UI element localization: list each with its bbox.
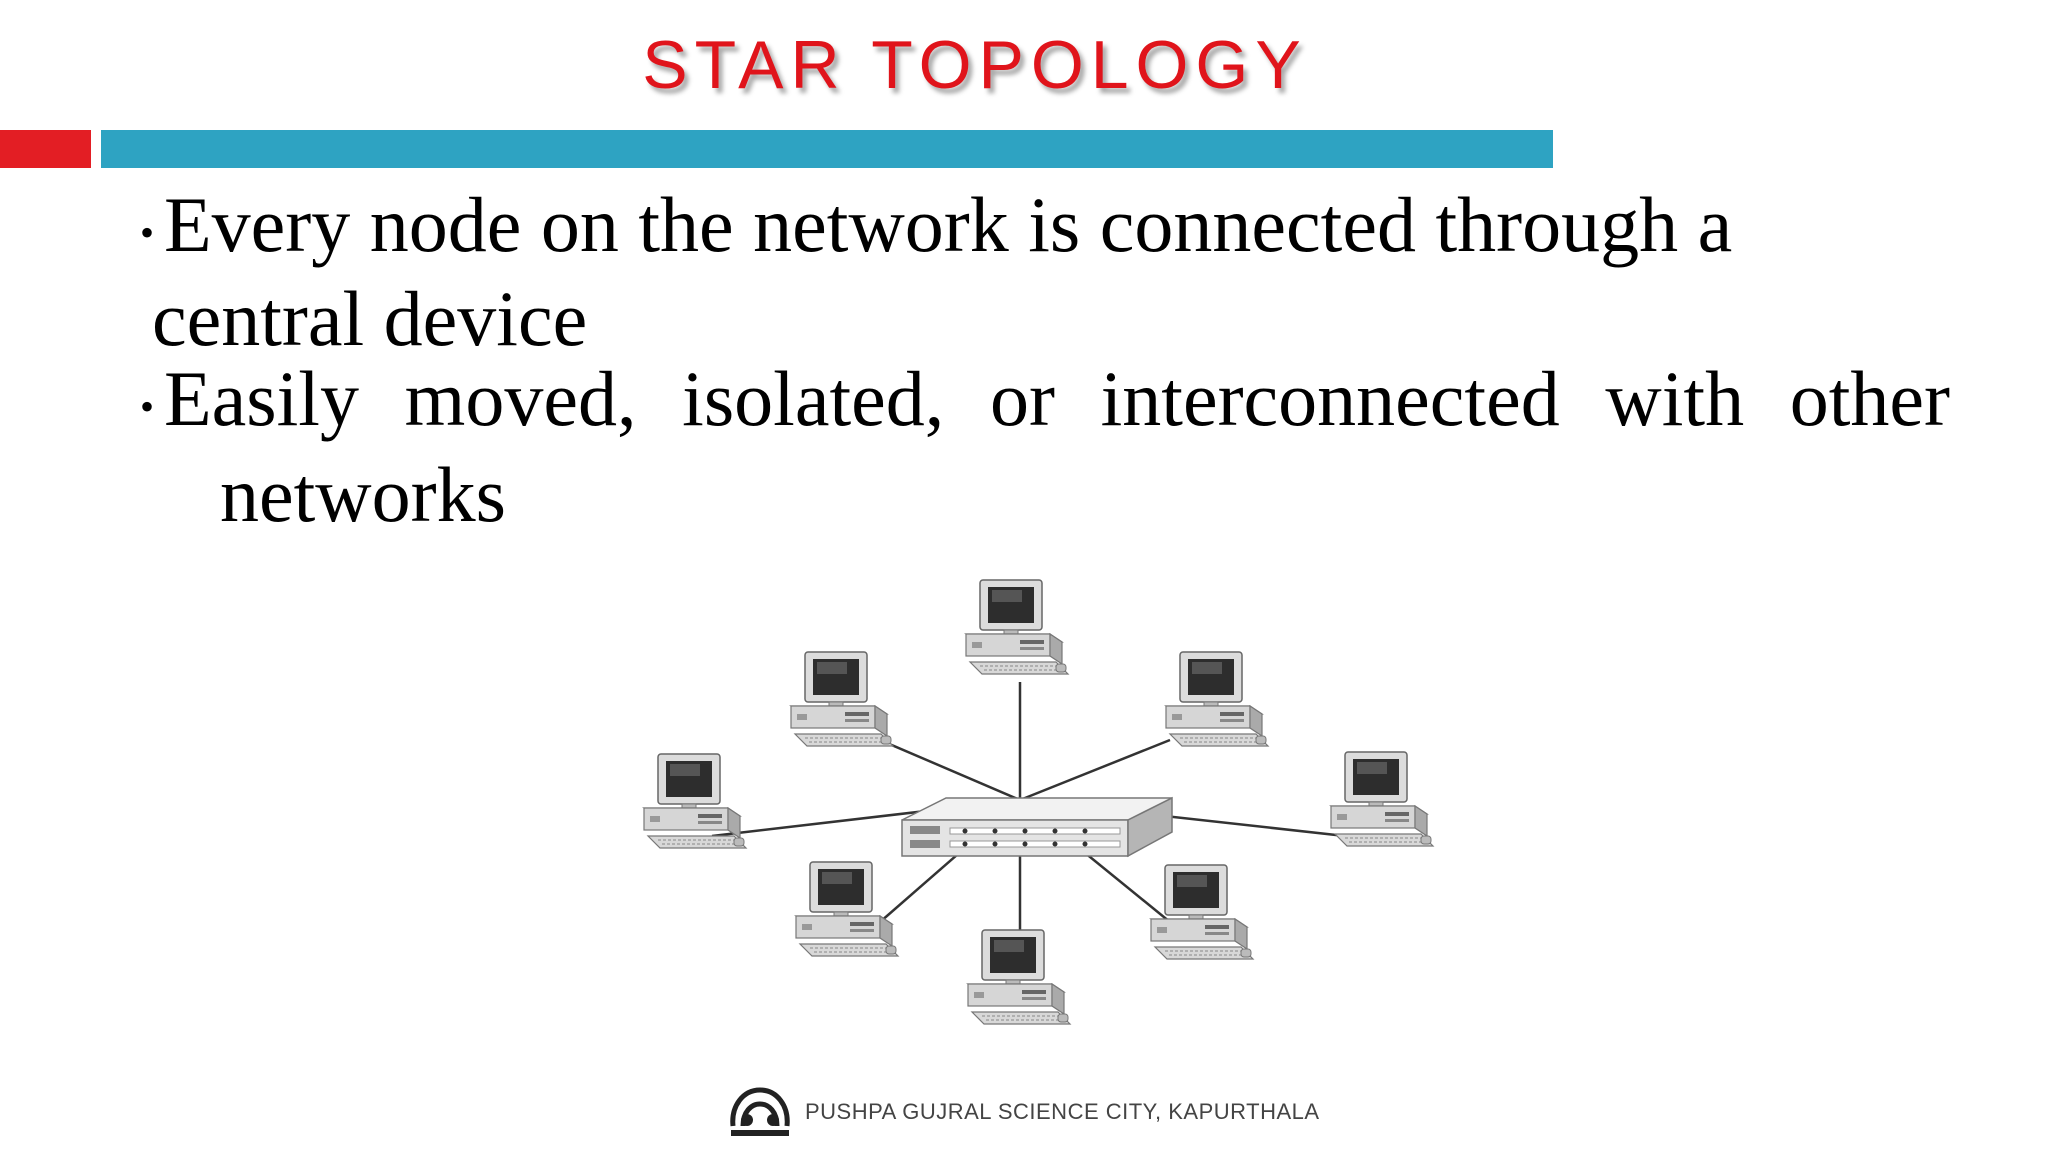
computer-right [1330,751,1434,847]
bullet-list: •Every node on the network is connected … [140,182,1950,538]
title-accent-bar-red [0,130,91,168]
bullet-2-word: moved, [404,355,637,443]
bullet-2-word: interconnected [1100,355,1560,443]
computer-top-left [790,651,894,747]
bullet-item-1: •Every node on the network is connected … [140,182,1950,362]
slide-title: STAR TOPOLOGY [642,27,1308,103]
bullet-2-line-1: •Easily moved, isolated, or interconnect… [140,356,1950,450]
title-accent-bar-blue [101,130,1553,168]
bullet-2-word: with [1605,355,1745,443]
bullet-1-line-1: Every node on the network is connected t… [164,181,1733,268]
footer: PUSHPA GUJRAL SCIENCE CITY, KAPURTHALA [725,1080,1320,1144]
bullet-marker: • [140,384,155,430]
bullet-2-line-2: networks [220,451,506,539]
bullet-2-word: Easily [164,355,359,443]
computer-top-right [1165,651,1269,747]
computer-bottom [967,929,1071,1025]
footer-text: PUSHPA GUJRAL SCIENCE CITY, KAPURTHALA [805,1099,1320,1124]
bullet-1-line-2: central device [152,275,588,363]
bullet-2-word: other [1789,355,1951,443]
computer-bottom-right [1150,864,1254,960]
computer-top [965,579,1069,675]
bullet-marker: • [140,210,155,256]
computer-bottom-left [795,861,899,957]
science-city-logo [730,1087,790,1136]
network-hub [901,796,1173,858]
bullet-2-word: or [989,355,1055,443]
bullet-2-word: isolated, [682,355,945,443]
bullet-item-2: •Easily moved, isolated, or interconnect… [140,356,1950,538]
